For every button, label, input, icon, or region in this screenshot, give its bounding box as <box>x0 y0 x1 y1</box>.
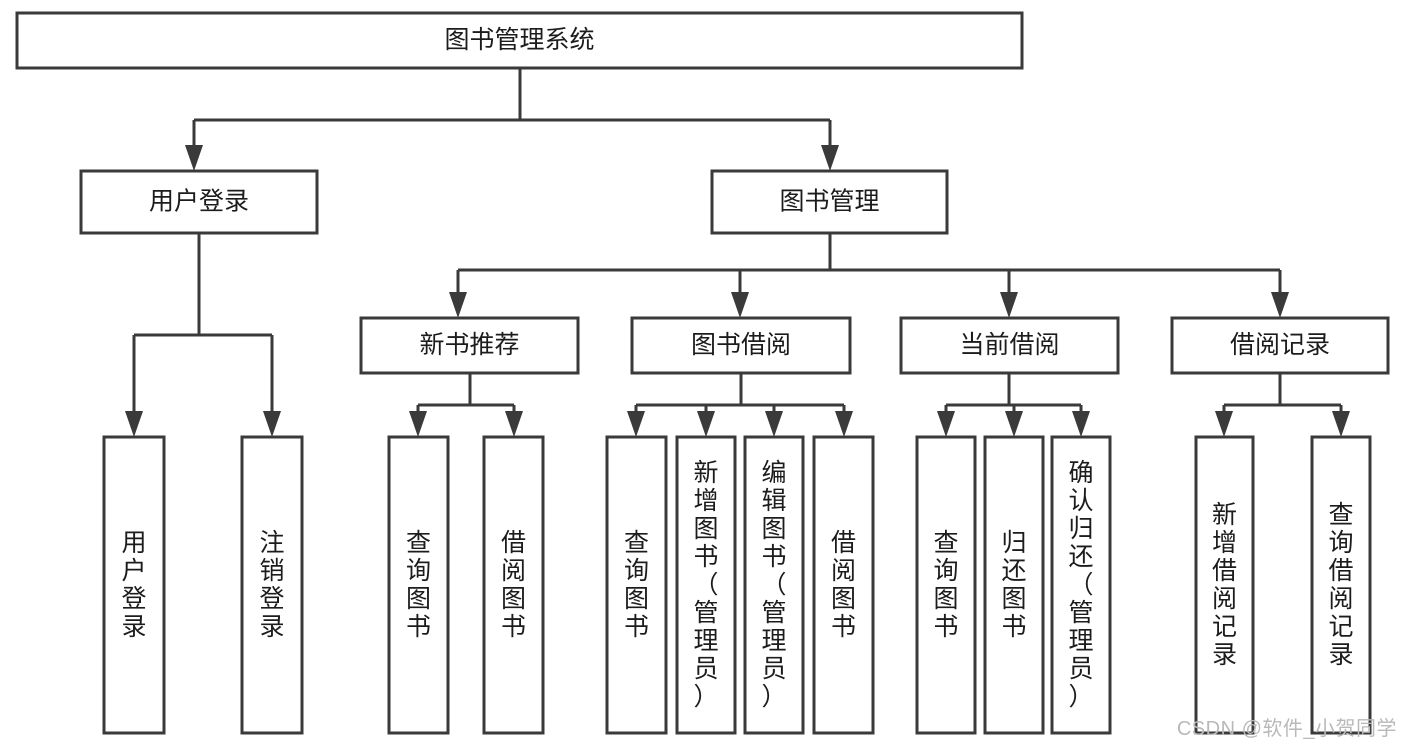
arrow-head-icon <box>1000 292 1018 318</box>
node-leaf-rec-borrow[interactable]: 借阅图书 <box>482 435 545 735</box>
arrow-head-icon <box>1215 411 1233 437</box>
node-box[interactable] <box>743 435 805 735</box>
node-box[interactable] <box>79 169 319 235</box>
node-leaf-borrow-do[interactable]: 借阅图书 <box>812 435 875 735</box>
node-box[interactable] <box>102 435 166 735</box>
node-box[interactable] <box>630 316 852 375</box>
edges-layer <box>125 68 1350 437</box>
arrow-head-icon <box>765 411 783 437</box>
node-book-manage[interactable]: 图书管理 <box>710 169 949 235</box>
node-box[interactable] <box>710 169 949 235</box>
arrow-head-icon <box>185 145 203 171</box>
arrow-head-icon <box>125 411 143 437</box>
node-leaf-user-logout[interactable]: 注销登录 <box>240 435 304 735</box>
node-new-book-rec[interactable]: 新书推荐 <box>359 316 580 375</box>
node-label: 确认归还（管理员） <box>1068 459 1093 711</box>
node-label: 查询图书 <box>624 529 649 641</box>
node-borrow-record[interactable]: 借阅记录 <box>1170 316 1390 375</box>
node-box[interactable] <box>359 316 580 375</box>
node-leaf-cur-return[interactable]: 归还图书 <box>983 435 1045 735</box>
arrow-head-icon <box>821 145 839 171</box>
node-user-login[interactable]: 用户登录 <box>79 169 319 235</box>
node-label: 注销登录 <box>259 529 284 641</box>
connector-cb-bus <box>937 373 1090 437</box>
arrow-head-icon <box>835 411 853 437</box>
node-box[interactable] <box>1194 435 1255 735</box>
node-leaf-rec-query2[interactable]: 查询借阅记录 <box>1310 435 1372 735</box>
arrow-head-icon <box>1005 411 1023 437</box>
node-label: 查询图书 <box>406 529 431 641</box>
node-label: 借阅记录 <box>1230 331 1330 359</box>
arrow-head-icon <box>697 411 715 437</box>
node-label: 用户登录 <box>121 529 146 641</box>
connector-bb-bus <box>627 373 853 437</box>
node-box[interactable] <box>605 435 668 735</box>
node-label: 用户登录 <box>149 188 249 216</box>
node-box[interactable] <box>1170 316 1390 375</box>
arrow-head-icon <box>263 411 281 437</box>
arrow-head-icon <box>1072 411 1090 437</box>
node-box[interactable] <box>1050 435 1112 735</box>
node-leaf-rec-add[interactable]: 新增借阅记录 <box>1194 435 1255 735</box>
node-box[interactable] <box>983 435 1045 735</box>
node-label: 图书管理系统 <box>444 26 594 54</box>
node-box[interactable] <box>240 435 304 735</box>
node-label: 新增图书（管理员） <box>693 459 718 711</box>
node-label: 查询借阅记录 <box>1328 501 1353 669</box>
arrow-head-icon <box>505 411 523 437</box>
connector-bm-bus <box>449 233 1289 318</box>
node-leaf-borrow-query[interactable]: 查询图书 <box>605 435 668 735</box>
node-box[interactable] <box>15 11 1024 70</box>
arrow-head-icon <box>1332 411 1350 437</box>
node-box[interactable] <box>1310 435 1372 735</box>
arrow-head-icon <box>449 292 467 318</box>
node-leaf-cur-confirm[interactable]: 确认归还（管理员） <box>1050 435 1112 735</box>
node-leaf-user-login[interactable]: 用户登录 <box>102 435 166 735</box>
connector-root-bus <box>185 68 839 171</box>
node-box[interactable] <box>387 435 450 735</box>
arrow-head-icon <box>1271 292 1289 318</box>
node-box[interactable] <box>899 316 1120 375</box>
node-label: 图书管理 <box>779 188 879 216</box>
node-box[interactable] <box>915 435 977 735</box>
node-leaf-borrow-edit[interactable]: 编辑图书（管理员） <box>743 435 805 735</box>
node-root[interactable]: 图书管理系统 <box>15 11 1024 70</box>
arrow-head-icon <box>937 411 955 437</box>
node-label: 新书推荐 <box>419 331 519 359</box>
node-label: 查询图书 <box>933 529 958 641</box>
node-label: 新增借阅记录 <box>1212 501 1237 669</box>
connector-ul-bus <box>125 233 281 437</box>
node-current-borrow[interactable]: 当前借阅 <box>899 316 1120 375</box>
node-leaf-borrow-add[interactable]: 新增图书（管理员） <box>675 435 737 735</box>
node-label: 图书借阅 <box>691 331 791 359</box>
node-label: 编辑图书（管理员） <box>761 459 786 711</box>
node-label: 借阅图书 <box>831 529 856 641</box>
arrow-head-icon <box>731 292 749 318</box>
node-label: 借阅图书 <box>501 529 526 641</box>
node-box[interactable] <box>812 435 875 735</box>
connector-br-bus <box>1215 373 1350 437</box>
node-label: 归还图书 <box>1001 529 1026 641</box>
nodes-layer: 图书管理系统用户登录图书管理新书推荐图书借阅当前借阅借阅记录用户登录注销登录查询… <box>15 11 1390 735</box>
node-box[interactable] <box>675 435 737 735</box>
node-leaf-cur-query[interactable]: 查询图书 <box>915 435 977 735</box>
node-book-borrow[interactable]: 图书借阅 <box>630 316 852 375</box>
node-leaf-rec-query[interactable]: 查询图书 <box>387 435 450 735</box>
arrow-head-icon <box>409 411 427 437</box>
node-box[interactable] <box>482 435 545 735</box>
arrow-head-icon <box>627 411 645 437</box>
connector-nbr-bus <box>409 373 523 437</box>
node-label: 当前借阅 <box>959 331 1059 359</box>
